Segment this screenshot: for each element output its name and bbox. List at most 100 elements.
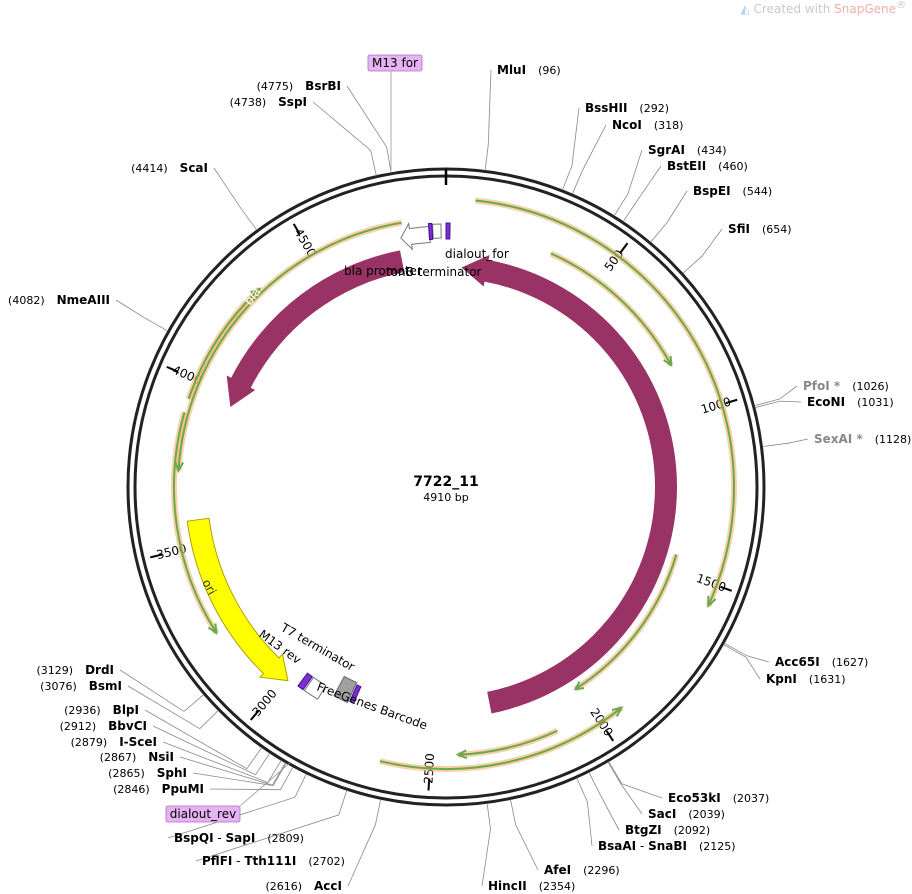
site-eco53ki[interactable]: Eco53kI (2037) xyxy=(608,761,770,805)
site-name: I-SceI xyxy=(119,735,157,749)
site-position: (1627) xyxy=(832,656,869,669)
site-leader xyxy=(192,762,287,787)
site-econi[interactable]: EcoNI(1031) xyxy=(754,395,894,409)
site-kpni[interactable]: KpnI(1631) xyxy=(723,644,845,686)
site-label: BsaAI - SnaBI(2125) xyxy=(598,839,736,853)
primer-bind-m13-for[interactable] xyxy=(427,222,434,241)
site-position: (2039) xyxy=(688,808,725,821)
site-leader xyxy=(213,167,258,231)
site-afei[interactable]: AfeI(2296) xyxy=(510,799,620,877)
orf-arrow[interactable] xyxy=(549,250,674,368)
primer-bind-m13-rev[interactable] xyxy=(297,672,313,691)
site-label: (3076) BsmI xyxy=(40,679,122,693)
orf-arrow[interactable] xyxy=(171,411,219,635)
feature-ori[interactable] xyxy=(186,517,289,682)
site-label: (4738)SspI xyxy=(230,95,307,109)
plasmid-length: 4910 bp xyxy=(423,491,468,504)
orf-arrow[interactable] xyxy=(475,197,737,609)
site-label: (3129)DrdI xyxy=(36,663,114,677)
primer-bind-dialout-for[interactable] xyxy=(445,222,451,240)
site-bspqi[interactable]: BspQI - SapI(2809) xyxy=(167,773,307,845)
site-saci[interactable]: SacI(2039) xyxy=(607,761,725,821)
site-position: (4775) xyxy=(257,80,294,93)
credit-prefix: Created with xyxy=(753,2,835,16)
site-label: BtgZI(2092) xyxy=(625,823,710,837)
site-bbvci[interactable]: (2912)BbvCI xyxy=(60,719,271,776)
site-name: BsrBI xyxy=(305,79,341,93)
site-leader xyxy=(167,773,307,839)
scale-tick xyxy=(427,778,431,791)
site-blpi[interactable]: (2936)BlpI xyxy=(64,703,263,770)
site-acc65i[interactable]: Acc65I(1627) xyxy=(724,642,869,669)
site-nmeaiii[interactable]: (4082)NmeAIII xyxy=(8,293,168,332)
site-leader xyxy=(195,790,348,862)
site-leader xyxy=(484,69,492,171)
site-leader xyxy=(510,799,539,871)
feature-tonb-terminator[interactable] xyxy=(432,223,442,239)
orf-arrow[interactable] xyxy=(174,219,403,474)
site-pflfi[interactable]: PflFI - Tth111I(2702) xyxy=(195,790,348,868)
primer-bind-dialout-rev[interactable] xyxy=(349,684,362,704)
site-name: PpuMI xyxy=(162,782,204,796)
site-bspei[interactable]: BspEI(544) xyxy=(650,184,773,243)
credit-reg: ® xyxy=(896,0,906,11)
orf-arrow[interactable] xyxy=(573,553,680,692)
site-name: DrdI xyxy=(85,663,114,677)
site-position: (3076) xyxy=(40,680,77,693)
site-name: BsaAI xyxy=(598,839,636,853)
site-sexai[interactable]: SexAI *(1128) xyxy=(762,432,911,447)
site-bsmi[interactable]: (3076) BsmI xyxy=(40,679,219,730)
site-name-2: SapI xyxy=(226,831,256,845)
site-name: BsmI xyxy=(89,679,122,693)
site-bsteii[interactable]: BstEII(460) xyxy=(622,159,748,222)
site-position: (2037) xyxy=(733,792,770,805)
site-ppumi[interactable]: (2846) PpuMI xyxy=(113,766,294,796)
site-sfii[interactable]: SfiI(654) xyxy=(682,222,792,274)
site-btgzi[interactable]: BtgZI(2092) xyxy=(588,772,710,837)
site-name: PfoI * xyxy=(803,379,841,393)
feature-label-bla-promoter: bla promoter xyxy=(344,264,422,278)
site-acci[interactable]: (2616)AccI xyxy=(265,799,382,893)
primer-m13-for[interactable]: M13 for xyxy=(367,54,423,72)
site-label: BssHII(292) xyxy=(585,101,669,115)
site-mlui[interactable]: MluI(96) xyxy=(484,63,561,171)
primer-dialout-rev[interactable]: dialout_rev xyxy=(165,805,241,823)
site-label: BspEI(544) xyxy=(693,184,772,198)
orf-arrow[interactable] xyxy=(379,705,624,772)
site-ncoi[interactable]: NcoI(318) xyxy=(571,118,683,195)
feature-ecoli-pol[interactable] xyxy=(461,255,677,714)
site-leader xyxy=(115,299,168,332)
site-position: (2846) xyxy=(113,783,150,796)
site-drdi[interactable]: (3129)DrdI xyxy=(36,663,204,712)
site-hincii[interactable]: HincII(2354) xyxy=(481,803,576,893)
site-name-2: SnaBI xyxy=(648,839,687,853)
site-sspi[interactable]: (4738)SspI xyxy=(230,95,377,176)
site-leader xyxy=(762,438,809,447)
site-bsrbi[interactable]: (4775) BsrBI xyxy=(257,79,392,173)
site-leader xyxy=(346,85,392,173)
site-sgrai[interactable]: SgrAI(434) xyxy=(613,143,727,217)
site-nsii[interactable]: (2867)NsiI xyxy=(100,750,286,786)
site-name: MluI xyxy=(497,63,526,77)
site-label: SexAI *(1128) xyxy=(814,432,911,446)
feature-t7-terminator[interactable] xyxy=(303,676,327,700)
site-sphi[interactable]: (2865)SphI xyxy=(108,762,287,787)
orf-arrow[interactable] xyxy=(455,728,559,760)
site-bsshii[interactable]: BssHII(292) xyxy=(562,101,669,191)
feature-bla-promoter[interactable] xyxy=(400,222,431,251)
site-pfoi[interactable]: PfoI *(1026) xyxy=(754,379,889,407)
site-position: (4082) xyxy=(8,294,45,307)
site-bsaai[interactable]: BsaAI - SnaBI(2125) xyxy=(576,777,736,853)
site-position: (2354) xyxy=(539,880,576,893)
site-sep: - xyxy=(214,831,226,845)
snapgene-credit: ◭ Created with SnapGene® xyxy=(740,0,906,16)
site-name: BtgZI xyxy=(625,823,662,837)
site-position: (654) xyxy=(762,223,792,236)
scale-tick xyxy=(166,365,179,373)
feature-freegenes-barcode[interactable] xyxy=(333,675,358,704)
site-scai[interactable]: (4414)ScaI xyxy=(131,161,258,231)
site-leader xyxy=(127,685,219,730)
site-position: (2702) xyxy=(308,855,345,868)
site-name: Eco53kI xyxy=(668,791,721,805)
feature-bla[interactable] xyxy=(226,250,405,408)
